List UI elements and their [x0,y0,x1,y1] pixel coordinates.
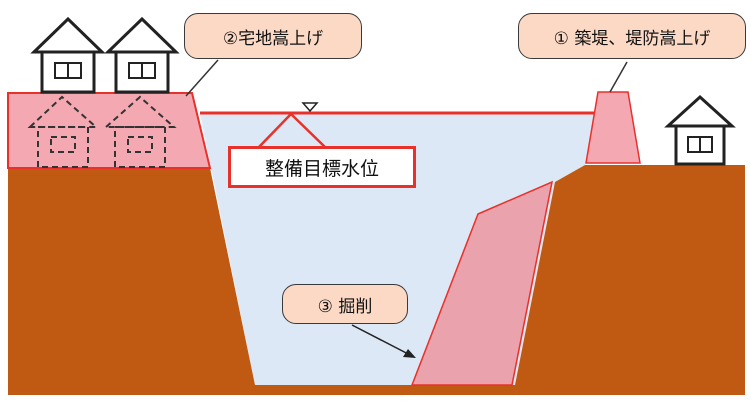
land-callout-leader [185,59,219,97]
excavation-arrow-head [403,349,416,358]
ground [8,165,745,395]
levee-callout-leader [609,61,628,93]
dashed-house-icon [27,95,99,168]
excavation-label: ③ 掘削 [317,296,373,317]
levee [585,91,641,164]
house-icon [664,94,736,166]
excavation-callout: ③ 掘削 [282,284,408,324]
excavation-area [410,180,554,386]
house-icon [104,16,180,94]
land-raising-label: ②宅地嵩上げ [222,28,324,49]
levee-callout: ① 築堤、堤防嵩上げ [518,13,746,59]
water-level-leader [257,112,327,149]
house-icon [30,16,106,94]
water-level-triangle-icon [301,102,319,113]
dashed-house-icon [103,95,177,168]
water-level-label: 整備目標水位 [264,157,379,180]
land-raising-callout: ②宅地嵩上げ [184,13,362,59]
water-level-box: 整備目標水位 [228,146,416,188]
excavation-callout-leader [351,324,415,358]
levee-label: ① 築堤、堤防嵩上げ [553,28,711,49]
